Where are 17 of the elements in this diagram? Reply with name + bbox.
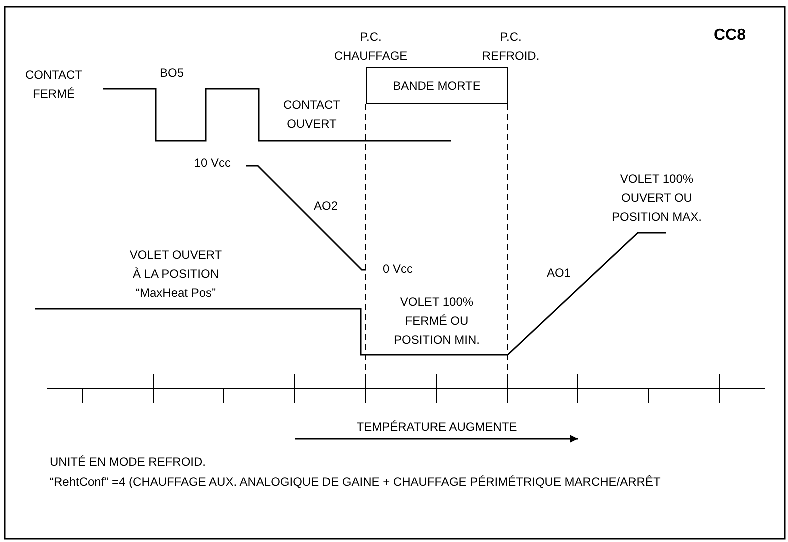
setpoint-label: P.C. REFROID.	[481, 29, 541, 65]
signal-label: AO2	[314, 198, 340, 215]
state-label: VOLET OUVERT À LA POSITION “MaxHeat Pos”	[128, 247, 224, 302]
value-label: 10 Vcc	[193, 155, 231, 172]
dead-band-box: BANDE MORTE	[366, 67, 508, 104]
value-label: 0 Vcc	[383, 261, 414, 278]
signal-label: CONTACT OUVERT	[282, 97, 342, 133]
state-label: VOLET 100% OUVERT OU POSITION MAX.	[610, 171, 703, 226]
state-label: VOLET 100% FERMÉ OU POSITION MIN.	[392, 294, 481, 349]
note-text: “RehtConf” =4 (CHAUFFAGE AUX. ANALOGIQUE DE GAINE + CHAUFFAGE PÉRIMÉTRIQUE MARCHE/ARRÊT	[50, 474, 662, 491]
signal-label: CONTACT FERMÉ	[24, 67, 84, 103]
note-text: UNITÉ EN MODE REFROID.	[50, 454, 208, 471]
setpoint-label: P.C. CHAUFFAGE	[333, 29, 409, 65]
axis-label: TEMPÉRATURE AUGMENTE	[356, 419, 518, 436]
signal-label: AO1	[547, 265, 572, 282]
diagram-title: CC8	[712, 26, 747, 45]
signal-label: BO5	[160, 65, 186, 82]
